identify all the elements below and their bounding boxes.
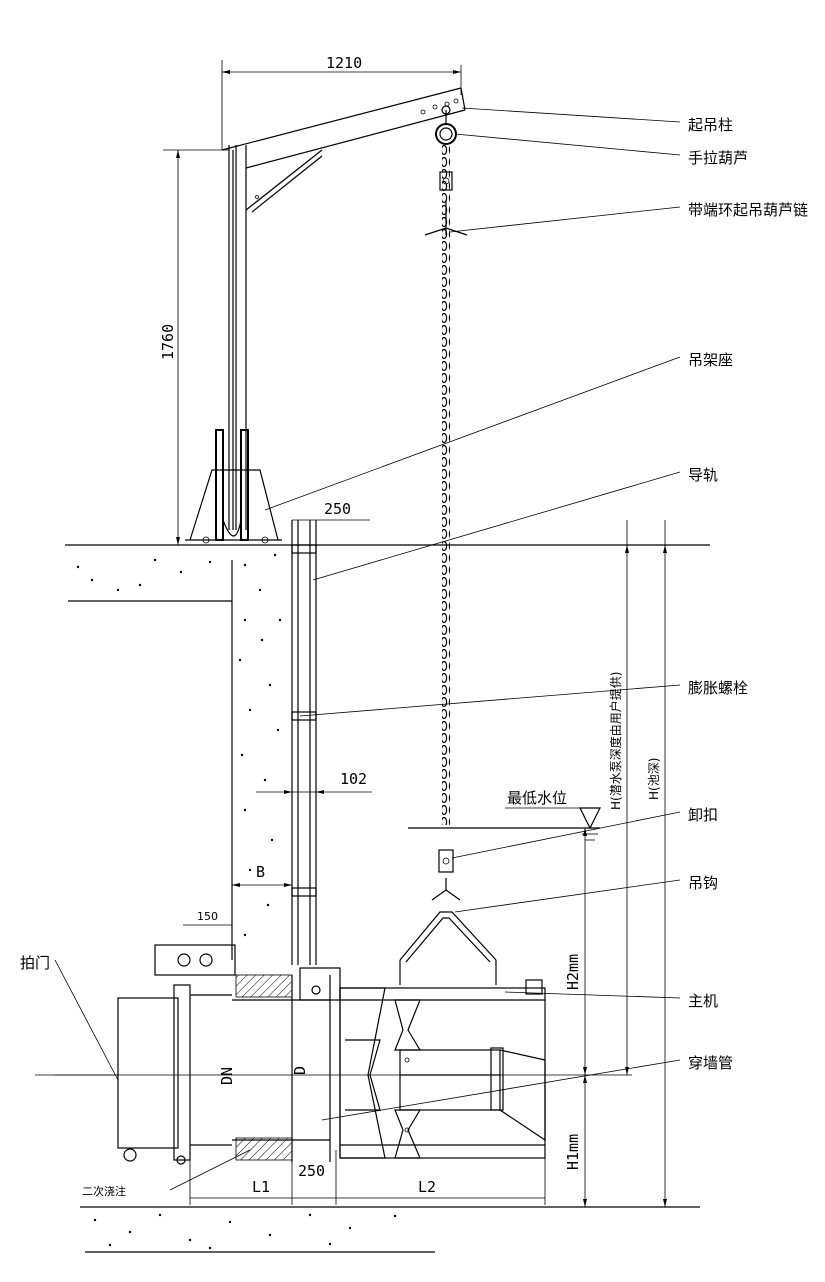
dim-bolt-spacing: 102 xyxy=(340,770,367,788)
water-level-drawing: 最低水位 xyxy=(408,789,601,841)
dim-depth-user: H(潜水泵深度由用户提供) xyxy=(608,672,623,810)
callout-lifting-column: 起吊柱 xyxy=(688,116,733,134)
dim-102: 102 xyxy=(256,770,372,794)
dim-b: B xyxy=(232,863,292,887)
dim-wall-gap: B xyxy=(256,863,265,881)
ground-and-well xyxy=(65,544,710,1253)
right-dimensions: H2mm H1mm H(潜水泵深度由用户提供) H(池深) xyxy=(564,520,667,1207)
dim-1760: 1760 xyxy=(159,149,229,545)
dim-l2: L2 xyxy=(418,1178,436,1196)
chain-hoist-drawing xyxy=(424,105,468,825)
dim-250-top: 250 xyxy=(292,500,370,521)
dim-pipe-d: D xyxy=(291,1066,309,1075)
callout-hook: 吊钩 xyxy=(688,874,718,892)
callout-wall-pipe: 穿墙管 xyxy=(688,1054,733,1072)
callout-hoist-chain: 带端环起吊葫芦链 xyxy=(688,201,808,219)
dim-h1: H1mm xyxy=(564,1134,582,1170)
water-level-label: 最低水位 xyxy=(507,789,567,807)
dim-150: 150 xyxy=(183,910,232,926)
flap-gate-label: 拍门 xyxy=(20,954,50,972)
callout-main-unit: 主机 xyxy=(688,992,718,1010)
bottom-dimensions: L1 250 L2 二次浇注 xyxy=(82,1149,546,1205)
callouts: 起吊柱 手拉葫芦 带端环起吊葫芦链 吊架座 导轨 膨胀螺栓 卸扣 吊钩 主机 穿… xyxy=(264,107,808,1121)
dim-gap-250: 250 xyxy=(298,1162,325,1180)
callout-guide-rail: 导轨 xyxy=(688,466,718,484)
callout-expansion-bolt: 膨胀螺栓 xyxy=(688,679,748,697)
flap-gate-drawing: 拍门 xyxy=(20,944,236,1165)
dim-flange-offset: 150 xyxy=(197,910,218,923)
guide-rail-drawing xyxy=(291,520,317,965)
shackle-hook-drawing xyxy=(399,849,497,985)
secondary-grout-label: 二次浇注 xyxy=(82,1184,126,1198)
dim-pipe-dn: DN xyxy=(218,1067,236,1085)
concrete-speckle xyxy=(76,553,397,1250)
dim-rail-offset: 250 xyxy=(324,500,351,518)
dim-1210: 1210 xyxy=(222,54,461,74)
dim-l1: L1 xyxy=(252,1178,270,1196)
wall-pipe-drawing: DN D xyxy=(218,967,341,1162)
callout-chain-hoist: 手拉葫芦 xyxy=(688,149,748,167)
callout-hoist-base: 吊架座 xyxy=(688,351,733,369)
dim-arm-width: 1210 xyxy=(326,54,362,72)
callout-shackle: 卸扣 xyxy=(688,806,718,824)
lifting-column xyxy=(221,60,466,530)
hoist-base-drawing xyxy=(185,429,282,544)
dim-depth-total: H(池深) xyxy=(647,758,661,800)
dim-h2: H2mm xyxy=(564,954,582,990)
dim-column-height: 1760 xyxy=(159,324,177,360)
main-unit-drawing xyxy=(339,979,546,1159)
